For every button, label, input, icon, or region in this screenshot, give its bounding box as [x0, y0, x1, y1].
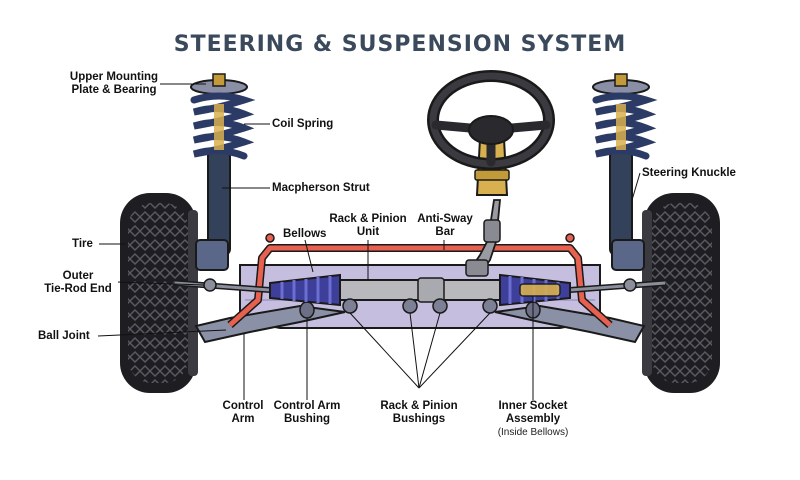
anti-sway-bar	[227, 233, 613, 328]
label-inner-socket-note: (Inside Bellows)	[497, 427, 569, 438]
right-control-arm	[494, 301, 646, 344]
right-strut	[592, 73, 658, 271]
label-steering-knuckle: Steering Knuckle	[642, 167, 736, 179]
left-bellows	[269, 273, 341, 307]
right-tire	[642, 193, 720, 393]
steering-wheel	[427, 70, 555, 170]
tie-rods	[174, 278, 666, 293]
left-tire	[120, 193, 198, 393]
label-tire: Tire	[72, 238, 93, 250]
label-coil-spring: Coil Spring	[272, 118, 334, 130]
left-strut	[190, 73, 256, 271]
label-macpherson-strut: Macpherson Strut	[272, 182, 370, 194]
right-bellows	[499, 273, 571, 307]
leader-lines	[97, 83, 641, 400]
rack-housing	[329, 277, 511, 303]
page-title: STEERING & SUSPENSION SYSTEM	[173, 32, 627, 57]
label-ball-joint: Ball Joint	[38, 330, 90, 342]
label-bellows: Bellows	[283, 228, 327, 240]
